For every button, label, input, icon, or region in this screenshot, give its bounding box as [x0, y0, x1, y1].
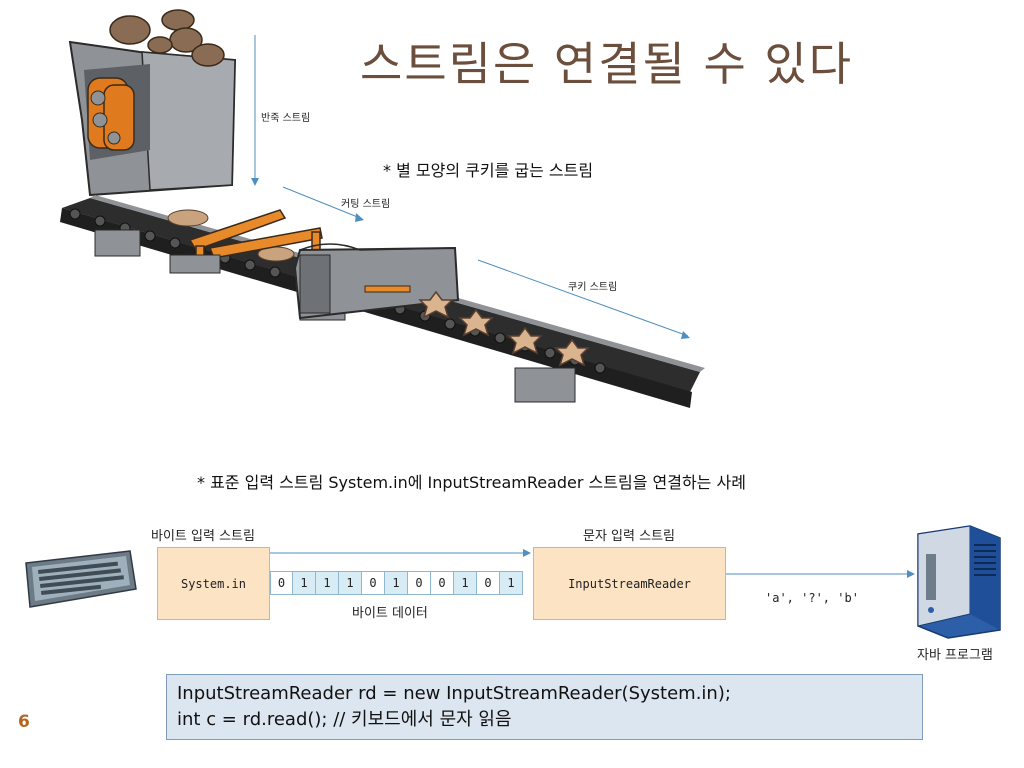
bit-cell: 0 [270, 571, 293, 595]
keyboard-icon [25, 550, 137, 608]
oven-icon [293, 243, 460, 320]
slide-title: 스트림은 연결될 수 있다 [360, 37, 854, 91]
bit-cell: 1 [316, 571, 339, 595]
cutting-stream-arrow [282, 186, 361, 219]
input-stream-reader-box: InputStreamReader [533, 547, 726, 620]
cookie-stream-label: 쿠키 스트림 [568, 282, 618, 293]
char-stream-label: 문자 입력 스트림 [583, 529, 675, 544]
bit-cell: 0 [431, 571, 454, 595]
cookie-figure-caption: * 별 모양의 쿠키를 굽는 스트림 [383, 161, 594, 180]
cookie-conveyor-illustration [60, 9, 705, 408]
cookie-stream-arrow [477, 259, 689, 337]
code-line-2: int c = rd.read(); // 키보드에서 문자 읽음 [177, 709, 512, 730]
stream-connectors [270, 549, 915, 578]
star-cookies-icon [418, 290, 590, 367]
cutting-stream-label: 커팅 스트림 [341, 199, 391, 210]
raw-stream-label: 반죽 스트림 [261, 113, 311, 124]
system-in-box: System.in [157, 547, 270, 620]
bit-cell: 0 [362, 571, 385, 595]
bit-cell: 1 [293, 571, 316, 595]
bit-cell: 1 [454, 571, 477, 595]
bit-cell: 0 [408, 571, 431, 595]
byte-stream-label: 바이트 입력 스트림 [151, 529, 255, 544]
bit-cell: 0 [477, 571, 500, 595]
java-program-label: 자바 프로그램 [917, 648, 993, 663]
hopper-icon [68, 9, 237, 197]
bit-cell: 1 [500, 571, 523, 595]
code-example-box: InputStreamReader rd = new InputStreamRe… [166, 674, 923, 740]
byte-data-label: 바이트 데이터 [352, 606, 428, 621]
bit-cell: 1 [339, 571, 362, 595]
computer-tower-icon [917, 525, 1001, 639]
stream-figure-caption: * 표준 입력 스트림 System.in에 InputStreamReader… [197, 473, 746, 492]
page-number: 6 [18, 712, 30, 732]
bit-cell: 1 [385, 571, 408, 595]
chars-output-label: 'a', '?', 'b' [765, 591, 859, 605]
code-line-1: InputStreamReader rd = new InputStreamRe… [177, 683, 731, 704]
